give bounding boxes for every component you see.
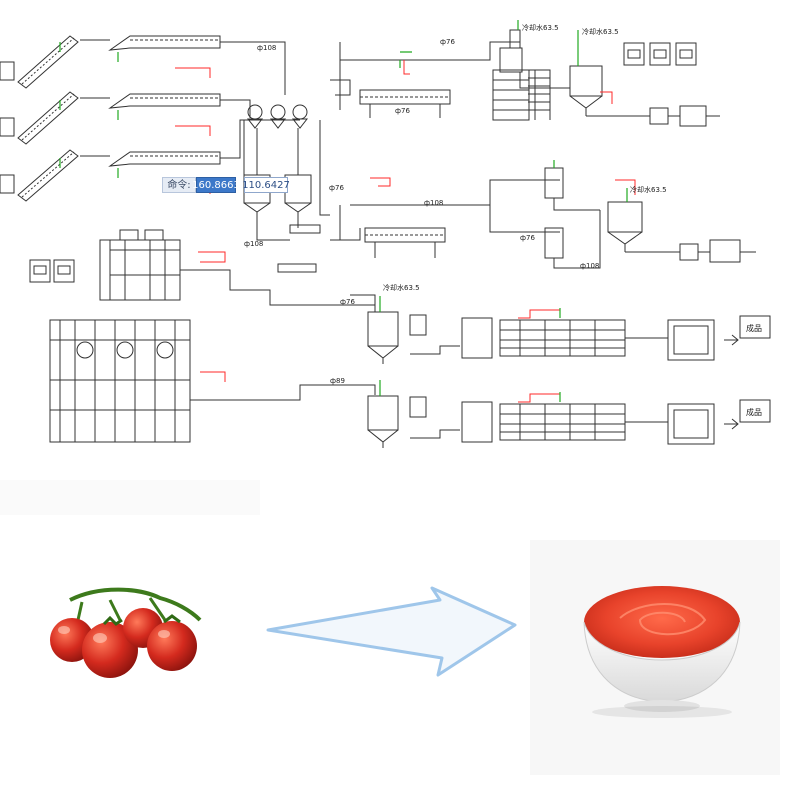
tomato-image [50, 587, 202, 678]
coordinate-x-input[interactable]: 160.8663 [192, 177, 240, 193]
product-label: 成品 [746, 323, 762, 333]
buffer-tank-1 [569, 65, 603, 97]
sterilizer-2-unit [461, 401, 493, 443]
aseptic-filler-2 [667, 403, 715, 445]
pipe-label: ф108 [580, 262, 599, 270]
heat-label: 冷却水63.5 [383, 283, 420, 292]
product-tank-2 [367, 395, 399, 431]
evaporator-2 [49, 319, 191, 443]
product-box-2 [739, 399, 771, 423]
coordinate-y-input[interactable]: 110.6427 [242, 177, 290, 193]
pipe-label: ф108 [244, 240, 263, 248]
pipe-label: ф108 [257, 44, 276, 52]
elevator-3 [17, 149, 79, 202]
pipe-label: ф76 [395, 107, 410, 115]
pipe-label: ф76 [440, 38, 455, 46]
heat-label: 冷却水63.5 [522, 23, 559, 32]
command-prompt-label: 命令: [162, 177, 196, 193]
tomato-sauce-bowl-image [583, 586, 741, 718]
feed-hopper-1 [0, 61, 15, 81]
pipe-label: ф76 [340, 298, 355, 306]
buffer-tank-2 [607, 201, 643, 233]
pipe-label: ф108 [424, 199, 443, 207]
feed-hopper-2 [0, 117, 15, 137]
product-label: 成品 [746, 407, 762, 417]
washer-1 [108, 35, 221, 51]
pipe-label: ф89 [330, 377, 345, 385]
pipe-label: ф76 [520, 234, 535, 242]
heat-label: 冷却水63.5 [630, 185, 667, 194]
evaporator-1 [99, 239, 181, 301]
elevator-2 [17, 91, 79, 145]
mixer-tank-1 [499, 47, 523, 73]
tube-sterilizer-1 [499, 319, 626, 357]
sterilizer-1-unit [461, 317, 493, 359]
aseptic-filler-1 [667, 319, 715, 361]
heat-label: 冷却水63.5 [582, 27, 619, 36]
right-arrow-icon [266, 586, 517, 677]
feed-hopper-3 [0, 174, 15, 194]
process-flow-diagram: ф108 ф76 ф76 ф108 ф108 ф108 ф76 ф89 ф76 … [0, 20, 771, 448]
tube-sterilizer-2 [499, 403, 626, 441]
pipe-label: ф76 [329, 184, 344, 192]
washer-3 [108, 151, 221, 167]
mixer-tank-2 [544, 167, 564, 199]
elevator-1 [17, 35, 79, 89]
product-box-1 [739, 315, 771, 339]
washer-2 [108, 93, 221, 109]
product-tank-1 [367, 311, 399, 347]
